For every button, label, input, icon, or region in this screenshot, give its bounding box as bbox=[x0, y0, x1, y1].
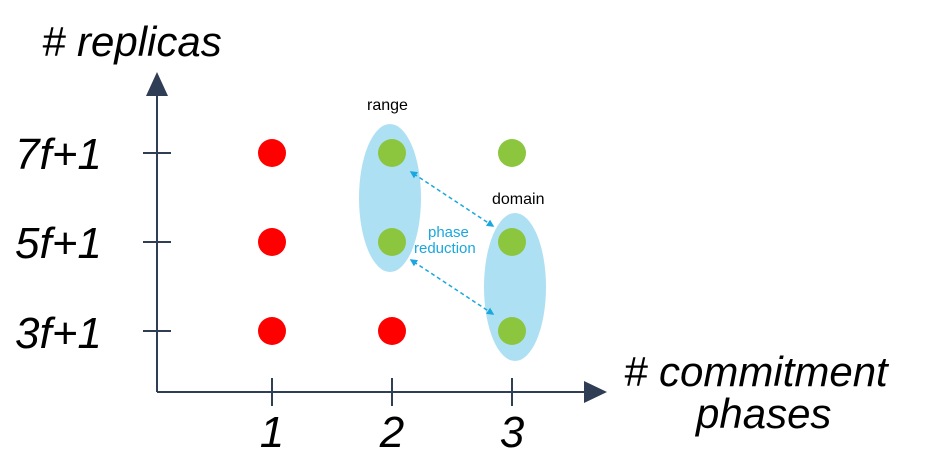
point-3-3f bbox=[498, 317, 526, 345]
domain-label: domain bbox=[492, 191, 544, 208]
y-tick-label: 3f+1 bbox=[15, 309, 102, 358]
x-tick-label: 2 bbox=[379, 408, 404, 457]
point-3-5f bbox=[498, 228, 526, 256]
phase-reduction-arrow-upper bbox=[409, 171, 495, 227]
point-2-7f bbox=[378, 139, 406, 167]
domain-highlight bbox=[484, 213, 546, 361]
point-2-5f bbox=[378, 228, 406, 256]
x-tick-label: 3 bbox=[500, 408, 525, 457]
y-tick-label: 5f+1 bbox=[15, 219, 102, 268]
x-axis-arrowhead bbox=[584, 381, 607, 403]
point-2-3f bbox=[378, 317, 406, 345]
point-1-5f bbox=[258, 228, 286, 256]
phase-label: phase bbox=[428, 224, 469, 241]
y-axis-title: # replicas bbox=[42, 18, 222, 65]
point-1-7f bbox=[258, 139, 286, 167]
x-axis-title-line1: # commitment bbox=[624, 348, 890, 395]
point-1-3f bbox=[258, 317, 286, 345]
point-3-7f bbox=[498, 139, 526, 167]
x-tick-label: 1 bbox=[260, 408, 284, 457]
range-highlight bbox=[359, 124, 421, 272]
x-axis-title-line2: phases bbox=[694, 390, 831, 437]
phase-reduction-arrow-lower bbox=[409, 259, 495, 315]
y-tick-label: 7f+1 bbox=[15, 130, 102, 179]
y-axis-arrowhead bbox=[146, 72, 168, 96]
reduction-label: reduction bbox=[414, 240, 476, 257]
range-label: range bbox=[367, 97, 408, 114]
